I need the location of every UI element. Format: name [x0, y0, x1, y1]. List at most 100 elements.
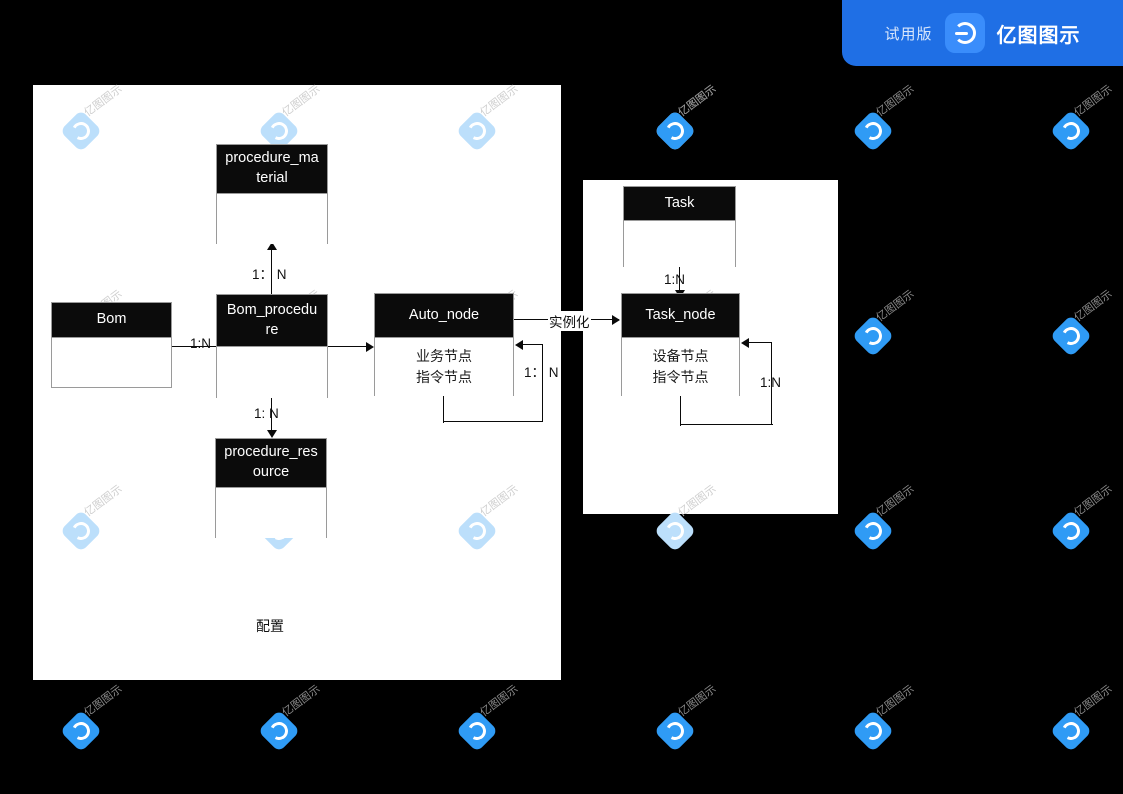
logo-bar-icon	[954, 31, 968, 35]
watermark: 亿图图示	[1049, 288, 1123, 365]
entity-procedure-resource-body	[216, 488, 326, 538]
edraw-diamond-icon	[257, 709, 301, 753]
entity-task-node-body: 设备节点 指令节点	[622, 338, 739, 396]
edraw-diamond-icon	[1049, 509, 1093, 553]
connector-bom-to-bom_procedure	[171, 346, 217, 348]
watermark: 亿图图示	[1049, 683, 1123, 760]
watermark-text: 亿图图示	[280, 683, 323, 720]
entity-task-title: Task	[624, 187, 735, 221]
edraw-glyph-icon	[1059, 519, 1083, 543]
entity-task-node-title: Task_node	[622, 294, 739, 338]
arrowhead-down	[267, 430, 277, 438]
edraw-diamond-icon	[851, 314, 895, 358]
edraw-diamond-icon	[653, 709, 697, 753]
watermark-text: 亿图图示	[478, 683, 521, 720]
entity-procedure-resource[interactable]: procedure_res ource	[215, 438, 327, 538]
arrowhead-left	[515, 340, 523, 350]
edge-label-auto_node-self: 1： N	[524, 365, 559, 380]
connector-auto_node-self-bottom	[443, 421, 543, 423]
edraw-glyph-icon	[1059, 324, 1083, 348]
watermark: 亿图图示	[455, 683, 546, 760]
watermark-text: 亿图图示	[1072, 288, 1115, 325]
watermark: 亿图图示	[653, 83, 744, 160]
entity-auto-node-row-2: 指令节点	[416, 369, 472, 385]
edraw-diamond-icon	[1049, 109, 1093, 153]
edraw-glyph-icon	[1059, 119, 1083, 143]
arrowhead-up	[267, 242, 277, 250]
logo-ring-icon	[953, 22, 976, 44]
edge-label-task-to-task_node: 1:N	[664, 272, 686, 287]
edraw-glyph-icon	[663, 719, 687, 743]
arrowhead-left	[741, 338, 749, 348]
watermark-text: 亿图图示	[1072, 483, 1115, 520]
edraw-diamond-icon	[1049, 314, 1093, 358]
watermark-text: 亿图图示	[874, 683, 917, 720]
edraw-glyph-icon	[663, 119, 687, 143]
edge-label-bom_procedure-to-procedure_material: 1： N	[252, 267, 287, 282]
watermark: 亿图图示	[653, 83, 744, 160]
edraw-glyph-icon	[861, 324, 885, 348]
watermark-text: 亿图图示	[676, 83, 719, 120]
edge-label-task_node-self: 1:N	[760, 375, 782, 390]
entity-auto-node-body: 业务节点 指令节点	[375, 338, 513, 396]
edraw-diamond-icon	[455, 709, 499, 753]
entity-auto-node[interactable]: Auto_node 业务节点 指令节点	[374, 293, 514, 396]
edraw-glyph-icon	[861, 519, 885, 543]
edraw-glyph-icon	[663, 519, 687, 543]
entity-procedure-material-title: procedure_ma terial	[217, 145, 327, 194]
title-line-2: ource	[252, 464, 290, 480]
watermark-text: 亿图图示	[874, 483, 917, 520]
entity-procedure-material[interactable]: procedure_ma terial	[216, 144, 328, 244]
entity-auto-node-row-1: 业务节点	[416, 348, 472, 364]
watermark: 亿图图示	[257, 683, 348, 760]
entity-task-node-row-1: 设备节点	[652, 348, 709, 364]
edraw-glyph-icon	[861, 719, 885, 743]
watermark: 亿图图示	[851, 683, 942, 760]
watermark: 亿图图示	[851, 288, 942, 365]
entity-bom-procedure-title: Bom_procedu re	[217, 295, 327, 347]
connector-auto_node-self-down	[443, 396, 445, 423]
connector-bom_procedure-to-procedure_material	[271, 250, 273, 295]
watermark: 亿图图示	[851, 83, 942, 160]
edraw-diamond-icon	[851, 509, 895, 553]
connector-task_node-self-bottom	[680, 424, 773, 426]
entity-bom-procedure[interactable]: Bom_procedu re	[216, 294, 328, 398]
connector-task_node-self-in	[749, 342, 772, 344]
connector-bom_procedure-to-procedure_resource	[271, 398, 273, 432]
title-line-2: re	[265, 321, 279, 338]
edraw-diamond-icon	[1049, 709, 1093, 753]
title-line-1: procedure_res	[224, 444, 318, 461]
entity-bom-body	[52, 338, 171, 387]
edraw-glyph-icon	[861, 119, 885, 143]
edraw-diamond-icon	[59, 709, 103, 753]
arrowhead-right	[612, 315, 620, 325]
entity-procedure-material-body	[217, 194, 327, 244]
entity-auto-node-title: Auto_node	[375, 294, 513, 338]
edraw-glyph-icon	[1059, 719, 1083, 743]
entity-task[interactable]: Task	[623, 186, 736, 267]
watermark: 亿图图示	[1049, 483, 1123, 560]
connector-bom_procedure-to-auto_node	[328, 346, 368, 348]
edraw-diamond-icon	[653, 109, 697, 153]
watermark-text: 亿图图示	[1072, 83, 1115, 120]
edraw-glyph-icon	[69, 719, 93, 743]
entity-procedure-resource-title: procedure_res ource	[216, 439, 326, 488]
connector-task_node-self-down	[680, 396, 682, 426]
edge-label-instantiate: 实例化	[548, 311, 591, 331]
entity-bom[interactable]: Bom	[51, 302, 172, 388]
title-line-1: procedure_ma	[225, 150, 319, 167]
config-panel-label: 配置	[256, 618, 284, 634]
edge-label-bom_procedure-to-procedure_resource: 1: N	[254, 406, 279, 421]
connector-auto_node-self-in	[523, 344, 543, 346]
entity-bom-title: Bom	[52, 303, 171, 338]
connector-task-to-task_node	[679, 267, 681, 293]
brand-name: 亿图图示	[996, 24, 1081, 47]
edraw-glyph-icon	[267, 719, 291, 743]
entity-task-node[interactable]: Task_node 设备节点 指令节点	[621, 293, 740, 396]
trial-label: 试用版	[884, 25, 933, 43]
connector-auto_node-self-up	[542, 345, 544, 422]
entity-task-node-row-2: 指令节点	[652, 369, 709, 385]
watermark-text: 亿图图示	[874, 83, 917, 120]
trial-badge[interactable]: 试用版 亿图图示	[842, 0, 1123, 66]
